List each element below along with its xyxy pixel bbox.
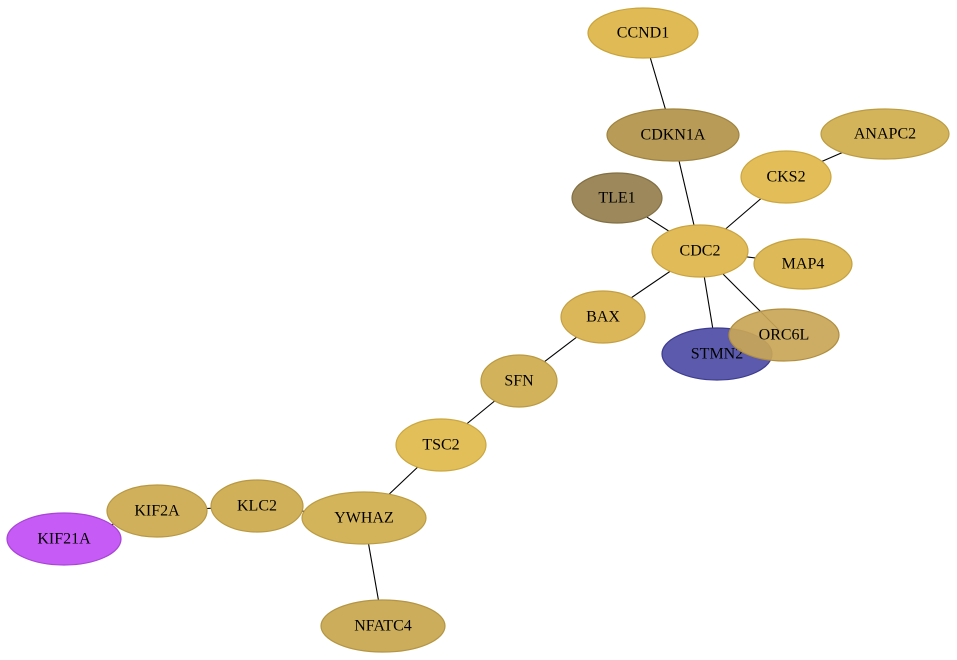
node-label: CCND1: [617, 25, 669, 42]
node-label: YWHAZ: [334, 510, 394, 527]
node-ellipse[interactable]: [728, 308, 840, 362]
node-label: BAX: [586, 309, 620, 326]
node-map4[interactable]: MAP4: [753, 238, 853, 290]
node-label: KIF2A: [134, 503, 180, 520]
node-label: KIF21A: [37, 531, 91, 548]
node-ywhaz[interactable]: YWHAZ: [301, 491, 427, 545]
node-anapc2[interactable]: ANAPC2: [820, 108, 950, 160]
node-bax[interactable]: BAX: [560, 290, 646, 344]
node-ellipse[interactable]: [587, 7, 699, 59]
node-kif21a[interactable]: KIF21A: [6, 512, 122, 566]
node-ellipse[interactable]: [651, 224, 749, 278]
node-tsc2[interactable]: TSC2: [395, 418, 487, 472]
node-label: SFN: [504, 373, 534, 390]
node-ellipse[interactable]: [820, 108, 950, 160]
node-ellipse[interactable]: [395, 418, 487, 472]
node-label: ANAPC2: [854, 126, 916, 143]
node-label: NFATC4: [354, 618, 412, 635]
node-sfn[interactable]: SFN: [480, 354, 558, 408]
node-cdc2[interactable]: CDC2: [651, 224, 749, 278]
node-label: CDC2: [680, 243, 721, 260]
node-ellipse[interactable]: [480, 354, 558, 408]
node-label: KLC2: [237, 498, 277, 515]
node-ccnd1[interactable]: CCND1: [587, 7, 699, 59]
node-ellipse[interactable]: [753, 238, 853, 290]
node-ellipse[interactable]: [6, 512, 122, 566]
node-cks2[interactable]: CKS2: [740, 150, 832, 204]
node-ellipse[interactable]: [606, 108, 740, 162]
node-nfatc4[interactable]: NFATC4: [320, 599, 446, 653]
node-ellipse[interactable]: [301, 491, 427, 545]
node-label: CKS2: [766, 169, 805, 186]
node-klc2[interactable]: KLC2: [210, 479, 304, 533]
node-label: ORC6L: [759, 327, 810, 344]
node-tle1[interactable]: TLE1: [571, 172, 663, 224]
node-cdkn1a[interactable]: CDKN1A: [606, 108, 740, 162]
node-kif2a[interactable]: KIF2A: [106, 484, 208, 538]
node-ellipse[interactable]: [560, 290, 646, 344]
node-ellipse[interactable]: [210, 479, 304, 533]
node-orc6l[interactable]: ORC6L: [728, 308, 840, 362]
node-ellipse[interactable]: [320, 599, 446, 653]
node-label: TLE1: [598, 190, 635, 207]
node-label: MAP4: [782, 256, 825, 273]
node-ellipse[interactable]: [571, 172, 663, 224]
node-ellipse[interactable]: [740, 150, 832, 204]
node-ellipse[interactable]: [106, 484, 208, 538]
node-label: TSC2: [422, 437, 459, 454]
node-label: STMN2: [691, 346, 743, 363]
node-label: CDKN1A: [641, 127, 706, 144]
